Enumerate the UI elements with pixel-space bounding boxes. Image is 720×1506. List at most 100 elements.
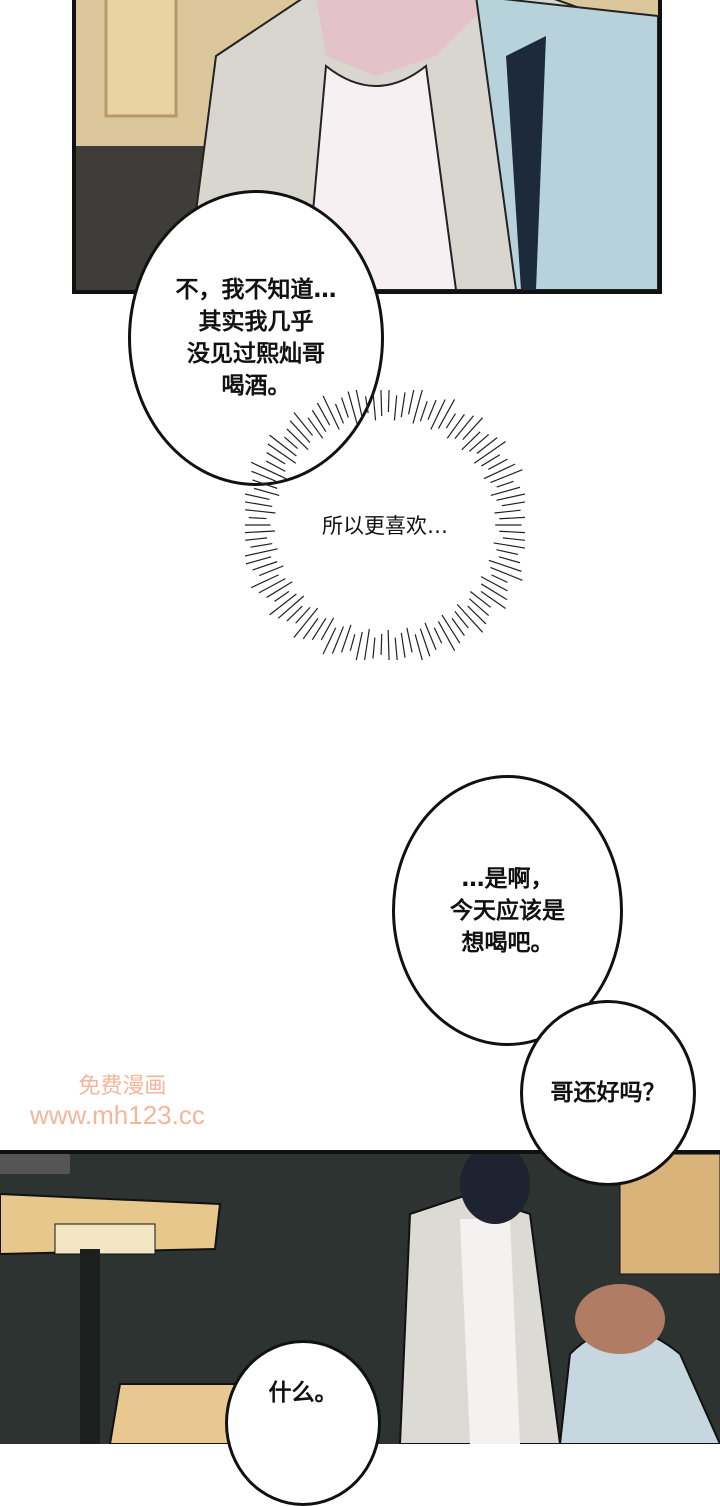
burst-ray xyxy=(468,598,490,617)
dialogue-line: 没见过熙灿哥 xyxy=(187,341,325,367)
burst-ray xyxy=(316,402,331,426)
burst-ray xyxy=(490,486,521,496)
burst-ray xyxy=(293,412,314,436)
burst-ray xyxy=(430,399,446,430)
burst-ray xyxy=(407,389,415,415)
dialogue-line: 不，我不知道… xyxy=(175,277,337,303)
burst-ray xyxy=(469,590,492,608)
burst-ray xyxy=(307,417,324,439)
dialogue-line: 哥还好吗？ xyxy=(550,1080,666,1106)
burst-ray xyxy=(473,441,506,464)
burst-ray xyxy=(480,576,508,592)
burst-ray xyxy=(490,566,523,581)
burst-ray xyxy=(441,614,461,644)
burst-ray xyxy=(266,452,286,465)
burst-ray xyxy=(252,479,278,489)
watermark-url: www.mh123.cc xyxy=(30,1100,205,1130)
burst-ray xyxy=(437,621,456,651)
burst-ray xyxy=(295,606,311,624)
burst-ray xyxy=(496,493,527,501)
burst-ray xyxy=(437,399,456,429)
burst-ray xyxy=(259,565,284,577)
top-comic-panel xyxy=(72,0,662,294)
burst-ray xyxy=(424,622,437,651)
burst-ray xyxy=(496,549,519,556)
burst-ray xyxy=(250,574,279,589)
burst-ray xyxy=(322,395,340,430)
burst-ray xyxy=(454,415,474,440)
burst-ray xyxy=(480,583,508,601)
burst-ray xyxy=(250,542,273,548)
burst-ray xyxy=(394,637,398,663)
burst-ray xyxy=(412,387,424,424)
burst-ray xyxy=(267,443,297,464)
dialogue-line: 其实我几乎 xyxy=(198,309,314,335)
burst-ray xyxy=(494,509,521,514)
burst-ray xyxy=(454,610,469,629)
burst-ray xyxy=(456,603,484,633)
watermark: 免费漫画 www.mh123.cc xyxy=(30,1068,205,1131)
burst-ray xyxy=(302,617,319,640)
burst-ray xyxy=(380,633,383,655)
speech-bubble-5: 什么。 xyxy=(225,1340,381,1506)
panel-artwork-top xyxy=(76,0,658,290)
burst-ray xyxy=(311,409,327,432)
burst-ray xyxy=(393,395,398,421)
burst-ray xyxy=(240,530,275,534)
burst-ray xyxy=(380,387,383,417)
burst-ray xyxy=(498,556,521,564)
burst-ray xyxy=(245,556,272,565)
burst-ray xyxy=(265,460,286,472)
burst-ray xyxy=(427,399,437,420)
burst-ray xyxy=(245,537,268,541)
burst-ray xyxy=(286,428,309,451)
burst-ray xyxy=(496,480,514,488)
burst-ray xyxy=(320,617,335,641)
speech-bubble-4: 哥还好吗？ xyxy=(520,1000,696,1186)
burst-ray xyxy=(253,487,280,496)
burst-ray xyxy=(488,559,522,572)
burst-ray xyxy=(252,561,278,571)
burst-ray xyxy=(251,470,276,482)
burst-ray xyxy=(499,516,526,520)
burst-ray xyxy=(400,392,406,418)
dialogue-line: 喝酒。 xyxy=(221,373,291,399)
burst-ray xyxy=(248,516,267,520)
dialogue-line: 什么。 xyxy=(268,1380,338,1406)
burst-ray xyxy=(445,413,456,429)
burst-ray xyxy=(269,434,297,457)
burst-ray xyxy=(372,391,377,421)
burst-ray xyxy=(468,433,490,452)
burst-ray xyxy=(269,593,297,616)
dialogue-line: 今天应该是 xyxy=(450,897,565,924)
burst-ray xyxy=(461,431,481,451)
thought-burst-bubble: 所以更喜欢… xyxy=(235,383,533,667)
burst-ray xyxy=(311,618,327,641)
burst-ray xyxy=(322,627,337,655)
burst-ray xyxy=(488,458,508,470)
burst-ray xyxy=(433,627,443,644)
burst-ray xyxy=(414,634,424,663)
burst-ray xyxy=(293,607,319,638)
burst-ray xyxy=(250,461,287,480)
burst-ray xyxy=(480,454,501,467)
burst-ray xyxy=(483,463,516,480)
burst-ray xyxy=(286,605,303,622)
burst-ray xyxy=(340,397,349,418)
burst-ray xyxy=(258,578,286,594)
burst-ray xyxy=(331,626,345,654)
burst-ray xyxy=(364,396,369,414)
speech-bubble-1: 不，我不知道… 其实我几乎 没见过熙灿哥 喝酒。 xyxy=(128,190,384,486)
burst-ray xyxy=(372,637,376,659)
burst-ray xyxy=(266,581,293,598)
burst-ray xyxy=(491,574,508,583)
burst-ray xyxy=(446,414,465,439)
burst-ray xyxy=(419,628,431,657)
dialogue-line: 所以更喜欢… xyxy=(322,514,448,538)
burst-ray xyxy=(490,469,523,484)
burst-ray xyxy=(239,548,278,558)
burst-lines xyxy=(235,383,533,667)
burst-ray xyxy=(334,403,345,424)
burst-ray xyxy=(406,627,413,653)
dialogue-line: …是啊， xyxy=(461,865,554,892)
